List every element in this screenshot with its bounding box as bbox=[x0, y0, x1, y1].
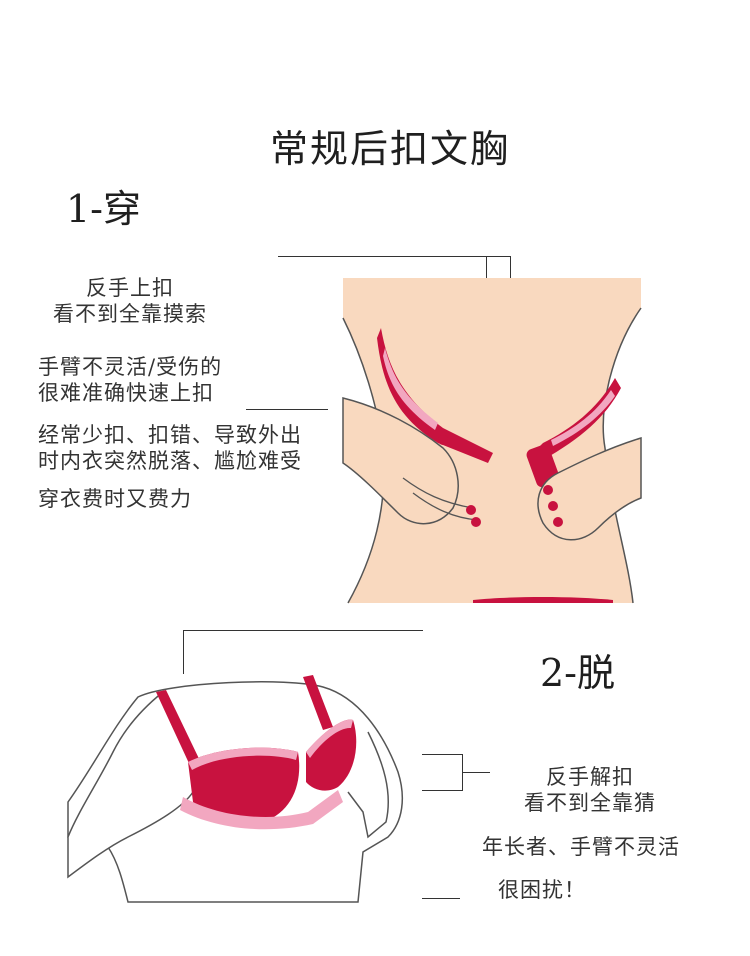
point-1-line-2: 看不到全靠摸索 bbox=[53, 302, 207, 326]
page-title: 常规后扣文胸 bbox=[269, 127, 510, 171]
point-7: 很困扰！ bbox=[498, 878, 586, 902]
connector-line bbox=[510, 256, 511, 278]
point-4-line-1: 穿衣费时又费力 bbox=[38, 487, 192, 511]
point-3-line-2: 时内衣突然脱落、尴尬难受 bbox=[38, 449, 302, 473]
connector-line bbox=[183, 630, 184, 674]
point-2-line-1: 手臂不灵活/受伤的 bbox=[38, 355, 223, 379]
point-5-line-2: 看不到全靠猜 bbox=[524, 791, 656, 815]
connector-line bbox=[246, 409, 328, 410]
step-2-label: 2-脱 bbox=[540, 651, 616, 695]
connector-line bbox=[462, 772, 490, 773]
connector-line bbox=[422, 754, 462, 755]
point-5-line-1: 反手解扣 bbox=[546, 765, 634, 789]
point-1: 反手上扣 看不到全靠摸索 bbox=[40, 275, 220, 327]
point-6: 年长者、手臂不灵活 bbox=[482, 835, 680, 859]
point-2: 手臂不灵活/受伤的 很难准确快速上扣 bbox=[38, 354, 222, 406]
point-5: 反手解扣 看不到全靠猜 bbox=[500, 764, 680, 816]
back-clasp-illustration bbox=[342, 278, 642, 604]
point-3-line-1: 经常少扣、扣错、导致外出 bbox=[38, 423, 302, 447]
connector-line bbox=[183, 630, 423, 631]
point-3: 经常少扣、扣错、导致外出 时内衣突然脱落、尴尬难受 bbox=[38, 422, 302, 474]
front-bra-illustration bbox=[67, 675, 404, 903]
point-1-line-1: 反手上扣 bbox=[86, 276, 174, 300]
point-4: 穿衣费时又费力 bbox=[38, 486, 192, 512]
connector-line bbox=[278, 256, 510, 257]
connector-line bbox=[422, 898, 460, 899]
point-2-line-2: 很难准确快速上扣 bbox=[38, 381, 214, 405]
connector-line bbox=[422, 790, 462, 791]
step-1-label: 1-穿 bbox=[66, 187, 142, 231]
connector-line bbox=[486, 256, 487, 278]
